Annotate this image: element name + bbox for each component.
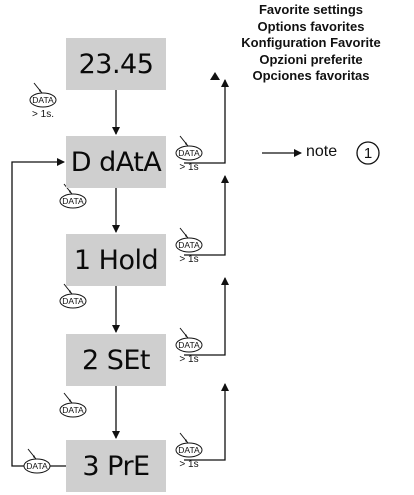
data-button-outline [59, 193, 87, 209]
display-hold: 1 Hold [66, 234, 166, 286]
display-value: 23.45 [66, 38, 166, 90]
data-button-outline [59, 293, 87, 309]
data-button-label: DATA [178, 445, 200, 455]
press-arrowhead-icon [33, 455, 36, 459]
data-button-outline [59, 402, 87, 418]
favorite-line-fr: Options favorites [257, 18, 365, 34]
arrow-pre-loop-to-data [11, 158, 66, 467]
display-pre: 3 PrE [66, 440, 166, 492]
hold-duration-label: > 1s [179, 459, 198, 470]
data-button-label: DATA [178, 148, 200, 158]
data-button-hold: DATA > 1s [175, 227, 203, 265]
data-button-label: DATA [32, 95, 54, 105]
data-button-outline [175, 442, 203, 458]
data-button-step: DATA [59, 183, 87, 209]
data-button-loop: DATA [23, 448, 51, 474]
data-button-outline [23, 458, 51, 474]
hold-duration-label: > 1s [179, 254, 198, 265]
favorite-line-de: Konfiguration Favorite [241, 35, 381, 51]
press-arrowhead-icon [39, 89, 42, 93]
data-button-first: DATA > 1s. [29, 82, 57, 120]
data-button-step: DATA [59, 392, 87, 418]
hold-duration-label: > 1s [179, 354, 198, 365]
data-button-outline [29, 92, 57, 108]
favorite-shortcut-hold [184, 175, 229, 256]
display-set: 2 SEt [66, 334, 166, 386]
data-button-hold: DATA > 1s [175, 432, 203, 470]
favorite-shortcut-pre [184, 383, 229, 461]
data-button-hold: DATA > 1s [175, 327, 203, 365]
favorite-shortcut-data [184, 79, 229, 164]
data-button-outline [175, 237, 203, 253]
press-arrowhead-icon [185, 234, 188, 238]
favorite-settings-label: Favorite settings Options favorites Konf… [208, 2, 414, 85]
note-reference: note [306, 143, 337, 161]
display-data: D dAtA [66, 136, 166, 188]
press-arrowhead-icon [185, 439, 188, 443]
data-button-label: DATA [26, 461, 48, 471]
press-arrowhead-icon [69, 190, 72, 194]
note-number-circle: 1 [356, 141, 380, 165]
note-circle-shape [356, 141, 380, 165]
press-arrowhead-icon [185, 334, 188, 338]
data-button-label: DATA [178, 340, 200, 350]
data-button-outline [175, 145, 203, 161]
favorite-line-en: Favorite settings [258, 2, 364, 17]
data-button-label: DATA [62, 196, 84, 206]
hold-duration-label: > 1s. [32, 109, 54, 120]
press-arrowhead-icon [69, 290, 72, 294]
note-label: note [306, 143, 338, 160]
hold-duration-label: > 1s [179, 162, 198, 173]
triangle-up-icon [210, 72, 220, 81]
favorite-shortcut-set [184, 277, 229, 356]
press-arrowhead-icon [185, 142, 188, 146]
data-button-label: DATA [62, 296, 84, 306]
data-button-outline [175, 337, 203, 353]
note-number: 1 [364, 145, 372, 162]
data-button-hold: DATA > 1s [175, 135, 203, 173]
favorite-line-it: Opzioni preferite [259, 51, 363, 67]
favorite-line-es: Opciones favoritas [252, 68, 370, 84]
data-button-label: DATA [62, 405, 84, 415]
favorite-line-es-row: Opciones favoritas [208, 68, 414, 85]
data-button-step: DATA [59, 283, 87, 309]
data-button-label: DATA [178, 240, 200, 250]
press-arrowhead-icon [69, 399, 72, 403]
